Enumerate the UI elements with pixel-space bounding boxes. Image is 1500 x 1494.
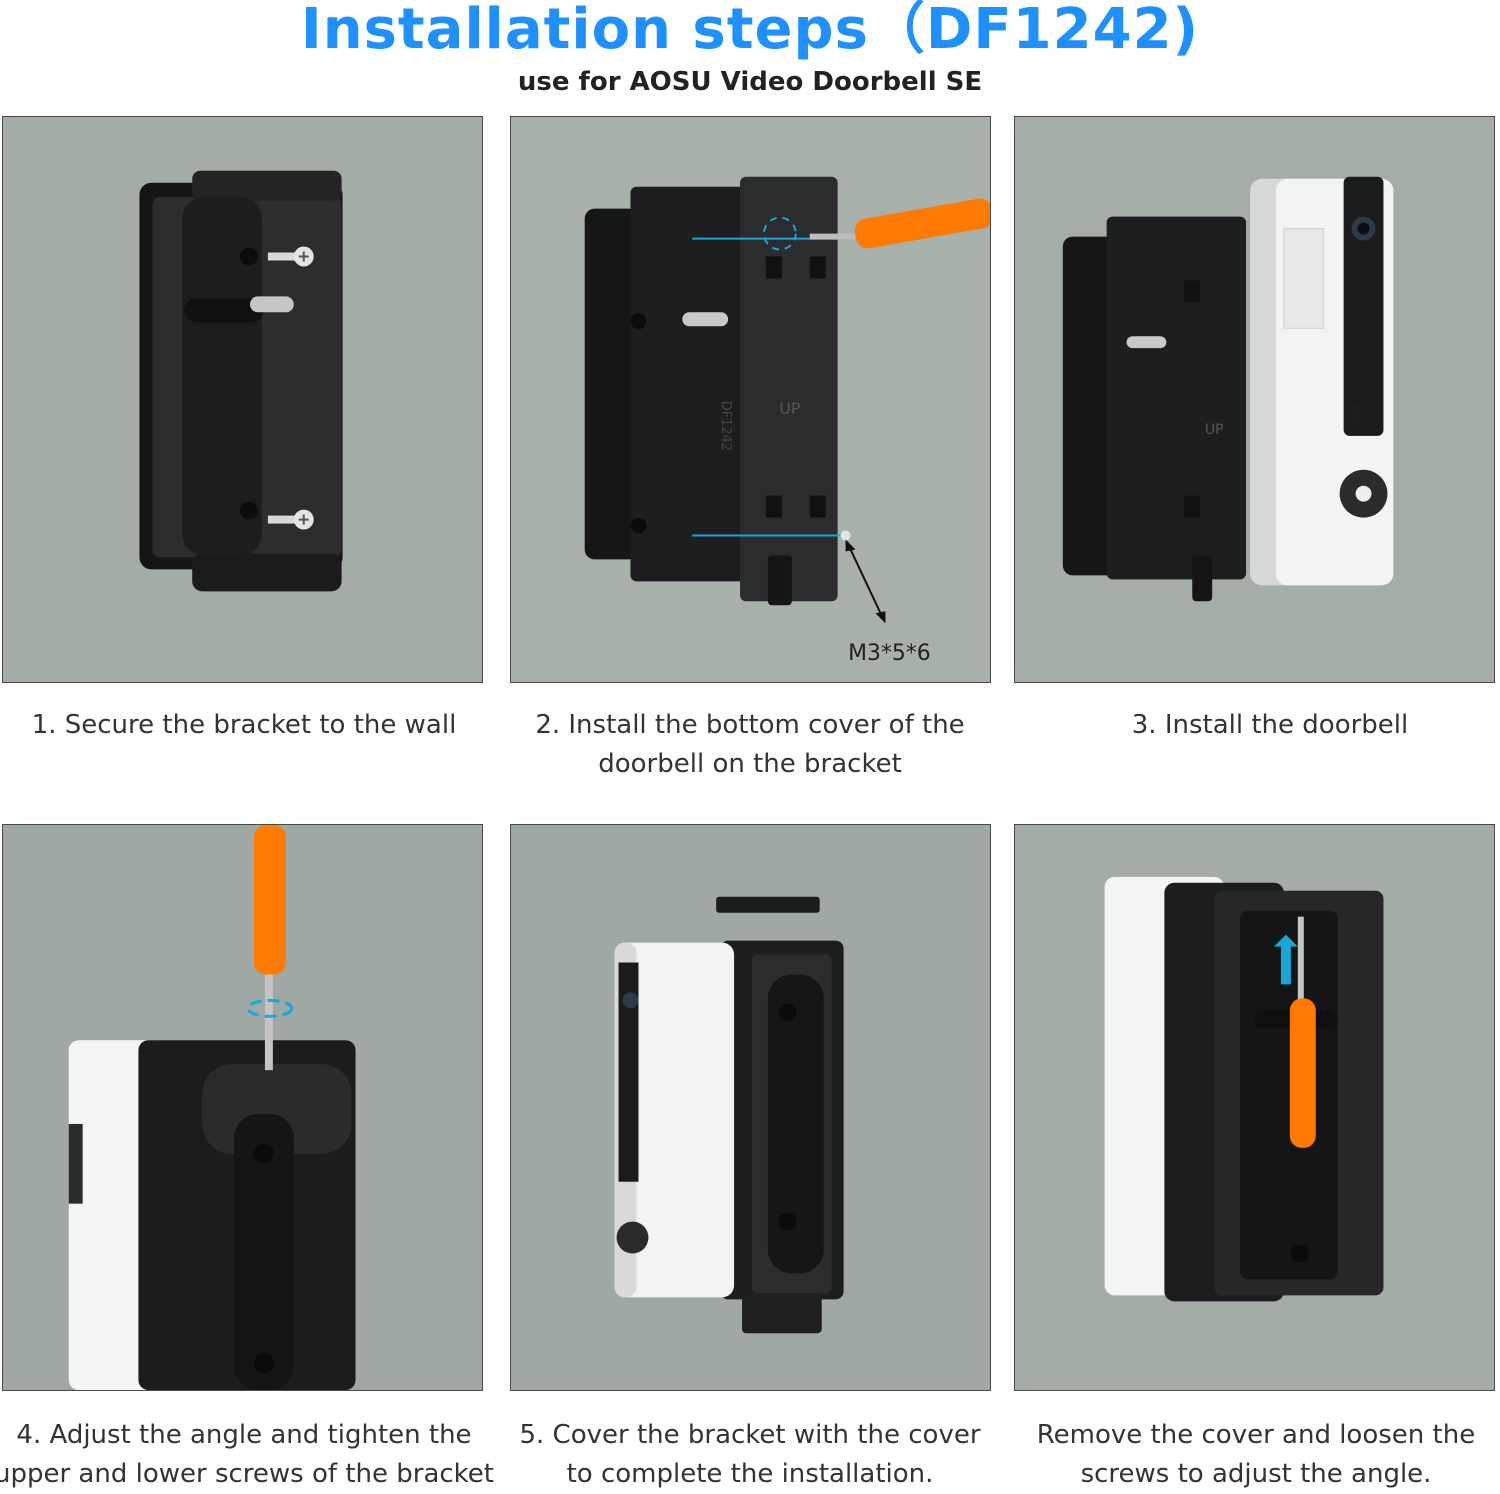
step-5-image	[510, 824, 991, 1391]
step-4-image	[2, 824, 483, 1391]
step-1-caption: 1. Secure the bracket to the wall	[0, 706, 494, 745]
step-6-caption: Remove the cover and loosen the screws t…	[1006, 1416, 1500, 1494]
up-label: UP	[1205, 422, 1224, 438]
step-3-image: UP AOSU	[1014, 116, 1495, 683]
brand-mark: AOSU	[1349, 403, 1359, 428]
up-label: UP	[779, 399, 801, 418]
step-5-caption: 5. Cover the bracket with the cover to c…	[500, 1416, 1000, 1494]
screw-size-label: M3*5*6	[848, 641, 931, 666]
model-label: DF1242	[718, 401, 733, 451]
step-3-caption: 3. Install the doorbell	[1020, 706, 1500, 745]
step-1-image	[2, 116, 483, 683]
doorbell-icon	[1250, 177, 1393, 586]
step-2-image: UP DF1242 M3*5*6	[510, 116, 991, 683]
step-6-image	[1014, 824, 1495, 1391]
step-4-caption: 4. Adjust the angle and tighten the uppe…	[0, 1416, 494, 1494]
page-subtitle: use for AOSU Video Doorbell SE	[0, 66, 1500, 98]
doorbell-icon	[615, 943, 735, 1298]
step-2-caption: 2. Install the bottom cover of the doorb…	[500, 706, 1000, 784]
page-title: Installation steps（DF1242)	[0, 0, 1500, 60]
